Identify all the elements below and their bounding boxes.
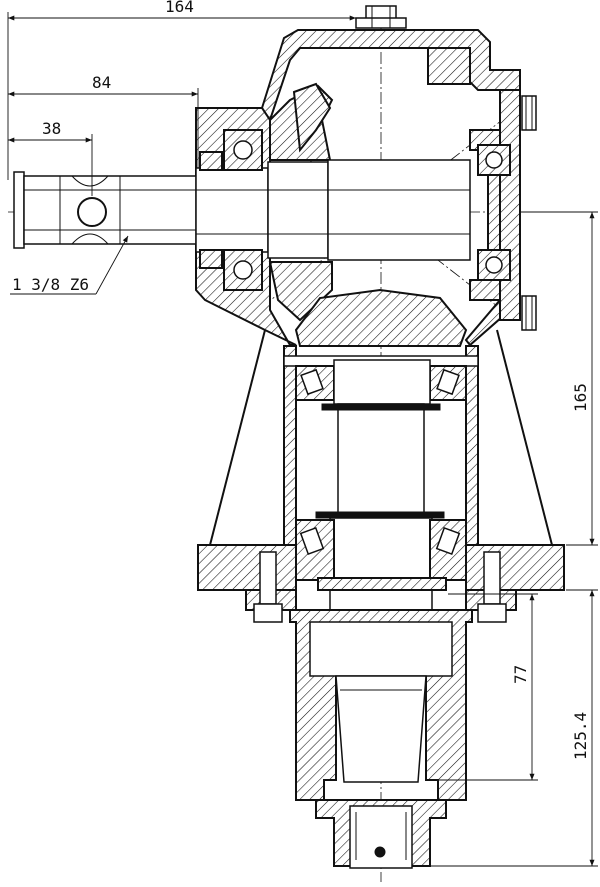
dim-text-77: 77 [511, 665, 530, 684]
lower-housing [289, 609, 473, 869]
spline-label: 1 3/8 Z6 [12, 275, 89, 294]
dimension-165: 165 [520, 211, 598, 546]
dim-text-84: 84 [92, 73, 111, 92]
spline-callout: 1 3/8 Z6 [10, 235, 129, 295]
dim-text-164: 164 [165, 0, 194, 16]
input-bearings [223, 129, 511, 291]
dimension-84: 84 [8, 73, 199, 168]
dimension-125-4: 125.4 [430, 589, 598, 867]
dimension-38: 38 [8, 119, 93, 196]
upper-tapered-bearing [295, 365, 467, 401]
mounting-flange [197, 544, 565, 623]
dim-text-38: 38 [42, 119, 61, 138]
bevel-gears [292, 82, 468, 347]
dimension-77: 77 [430, 593, 538, 781]
input-shaft [13, 151, 471, 269]
dim-text-125-4: 125.4 [571, 712, 590, 760]
dim-text-165: 165 [571, 383, 590, 412]
